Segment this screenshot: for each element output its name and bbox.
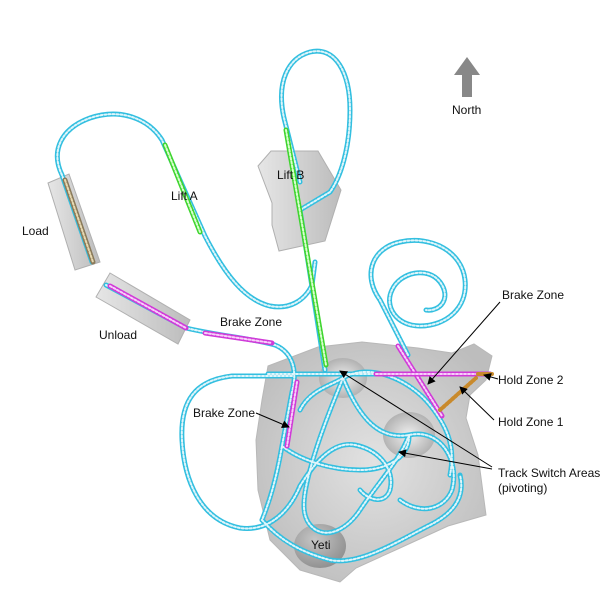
label-brake-zone-upper: Brake Zone — [220, 315, 282, 329]
label-lift-b: Lift B — [277, 168, 304, 182]
callout-brake-zone-right — [427, 301, 501, 385]
label-yeti: Yeti — [311, 538, 331, 552]
callout-switch-2 — [398, 449, 493, 470]
label-hold-zone-1: Hold Zone 1 — [498, 415, 564, 429]
track-layout — [54, 48, 494, 564]
yeti-figure — [294, 524, 346, 568]
label-brake-zone-right: Brake Zone — [502, 288, 564, 302]
label-unload: Unload — [99, 328, 137, 342]
track-right-circle — [368, 238, 468, 358]
callout-brake-zone-left — [255, 412, 290, 428]
hold-zone-1-segment — [438, 376, 478, 412]
label-brake-zone-left: Brake Zone — [193, 406, 255, 420]
label-load: Load — [22, 224, 49, 238]
callout-hold-zone-2 — [483, 373, 499, 381]
label-hold-zone-2: Hold Zone 2 — [498, 373, 564, 387]
label-north: North — [452, 103, 481, 117]
callout-hold-zone-1 — [459, 386, 495, 421]
callout-switch-1 — [339, 370, 493, 468]
label-track-switch-pivoting: (pivoting) — [498, 481, 547, 495]
label-track-switch-areas: Track Switch Areas — [498, 466, 600, 480]
north-arrow-icon — [454, 57, 480, 97]
label-lift-a: Lift A — [171, 189, 198, 203]
